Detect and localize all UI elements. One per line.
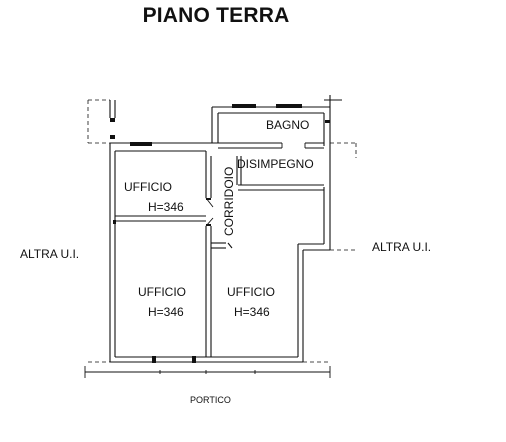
porch-label: PORTICO [190, 395, 231, 405]
room-height-ufficio-2: H=346 [148, 305, 184, 319]
room-height-ufficio-3: H=346 [234, 305, 270, 319]
neighbour-label-left: ALTRA U.I. [20, 247, 80, 261]
doors [205, 143, 306, 227]
porch-line [84, 366, 331, 378]
room-label-corridoio: CORRIDOIO [222, 166, 236, 236]
outer-walls [109, 95, 342, 363]
page-title: PIANO TERRA [142, 4, 290, 27]
room-label-disimpegno: DISIMPEGNO [237, 157, 314, 171]
room-label-bagno: BAGNO [266, 118, 310, 132]
interior-walls [115, 142, 324, 357]
openings [110, 104, 330, 363]
room-label-ufficio-3: UFFICIO [227, 285, 275, 299]
room-label-ufficio-1: UFFICIO [124, 180, 172, 194]
boundary-lines [87, 99, 357, 363]
neighbour-label-right: ALTRA U.I. [372, 240, 432, 254]
room-label-ufficio-2: UFFICIO [138, 285, 186, 299]
room-height-ufficio-1: H=346 [148, 200, 184, 214]
